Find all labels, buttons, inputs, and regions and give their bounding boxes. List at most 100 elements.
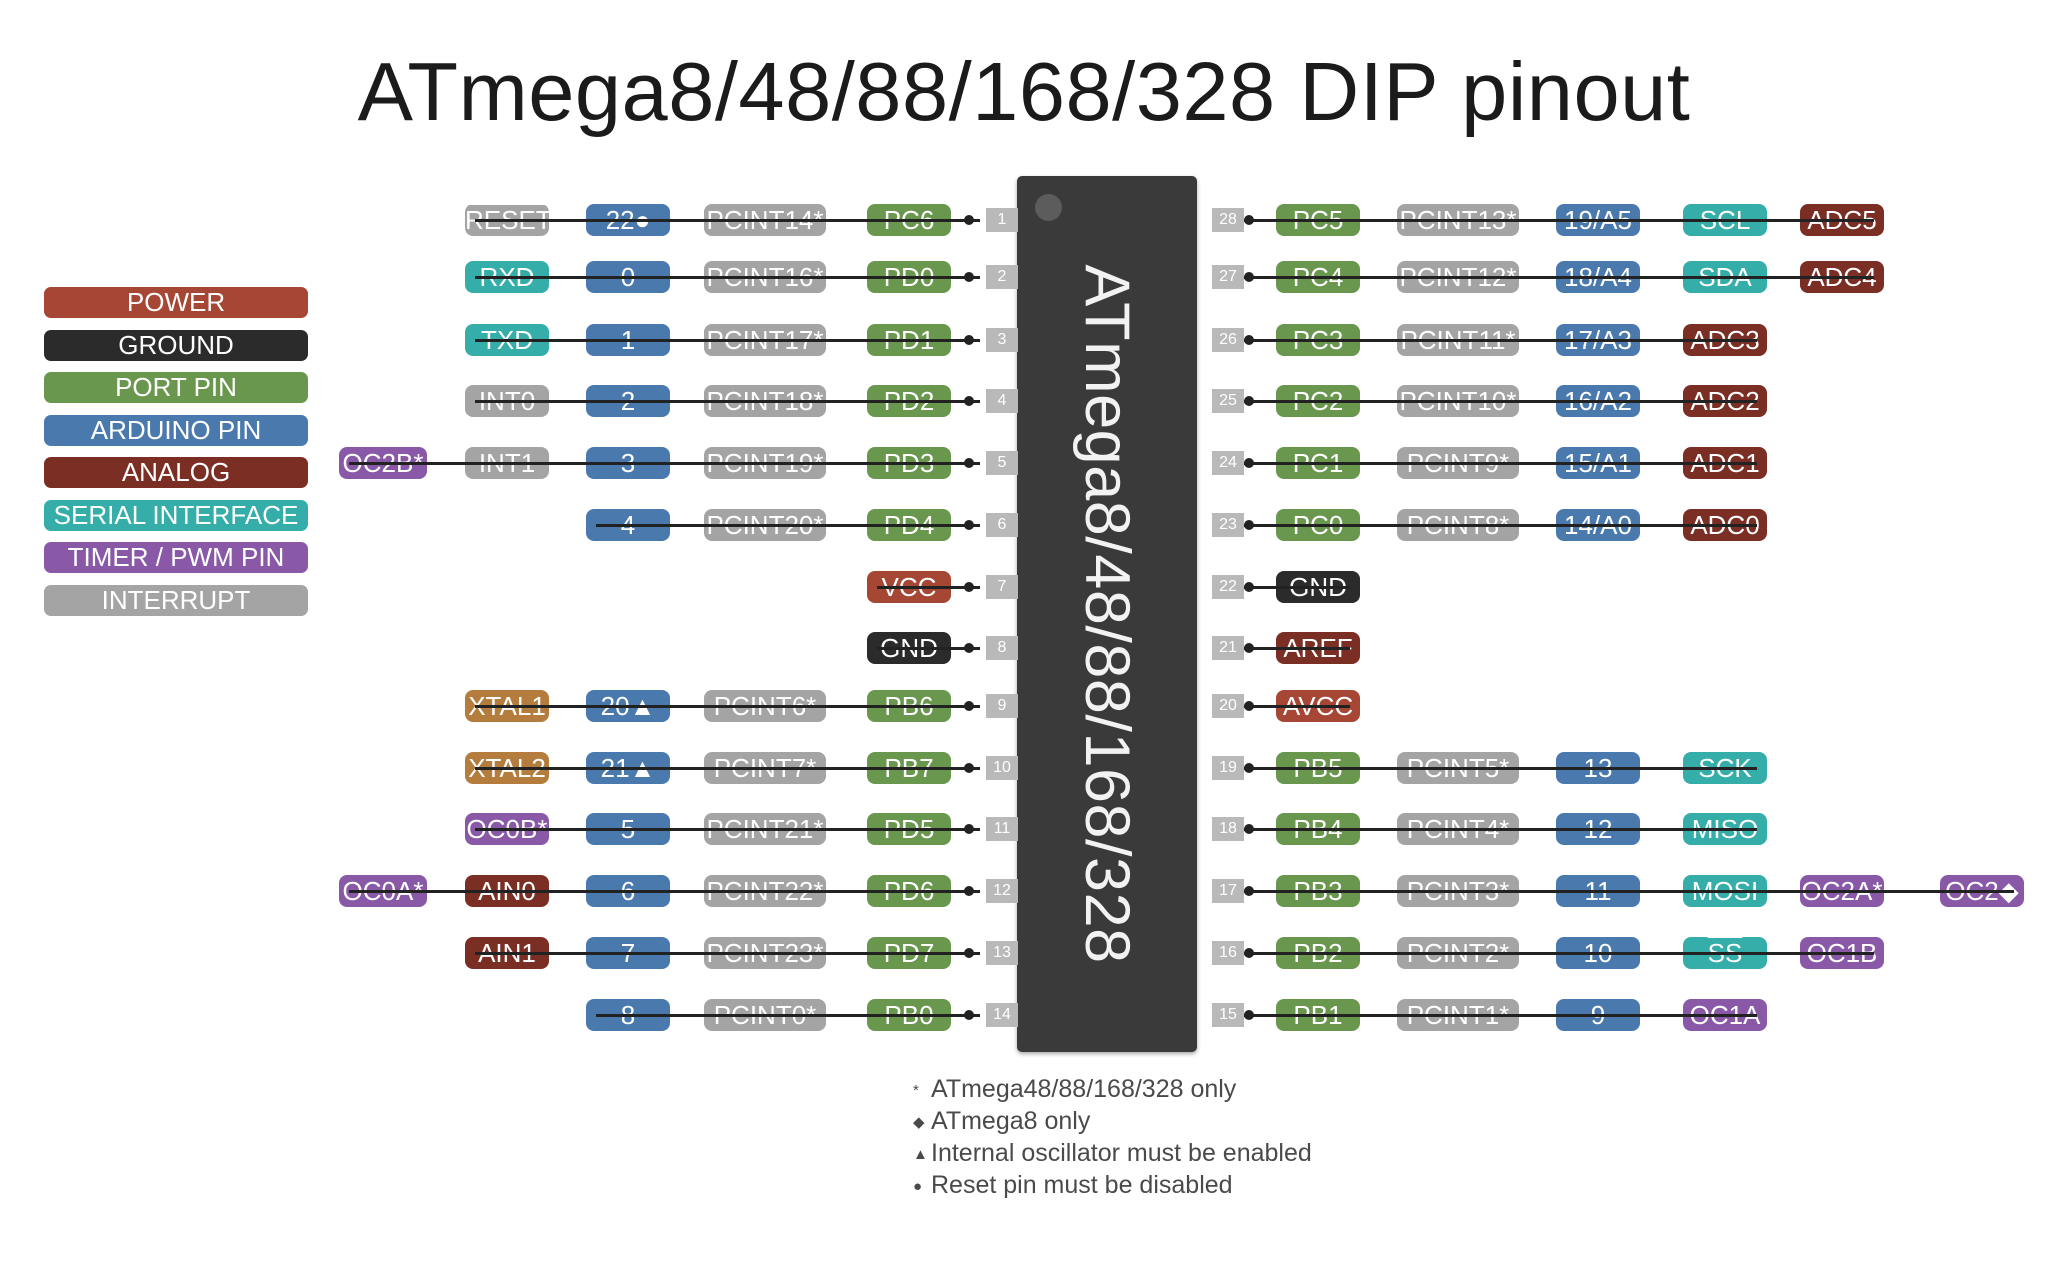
pin-dot (1244, 643, 1254, 653)
pin-dot (964, 458, 974, 468)
pin-dot (1244, 520, 1254, 530)
pin-number: 4 (986, 389, 1018, 413)
diagram-title: ATmega8/48/88/168/328 DIP pinout (357, 45, 1691, 138)
pin-number: 28 (1212, 208, 1244, 232)
pin-number: 17 (1212, 879, 1244, 903)
pin-connector-line (877, 585, 980, 589)
pin-connector-line (475, 704, 980, 708)
pin-dot (1244, 701, 1254, 711)
legend-interrupt: INTERRUPT (44, 584, 308, 616)
pin-connector-line (475, 827, 980, 831)
pin-connector-line (1238, 523, 1757, 527)
footnote-symbol: ▲ (913, 1146, 928, 1163)
pin-dot (1244, 763, 1254, 773)
pin-connector-line (1238, 461, 1757, 465)
legend-arduino: ARDUINO PIN (44, 414, 308, 446)
pin-connector-line (475, 338, 980, 342)
pin-dot (964, 520, 974, 530)
footnote: ●Reset pin must be disabled (913, 1170, 1312, 1202)
footnote-text: ATmega48/88/168/328 only (931, 1075, 1237, 1103)
pin-connector-line (596, 523, 980, 527)
pin-number: 25 (1212, 389, 1244, 413)
pin-number: 11 (986, 817, 1018, 841)
pin1-notch (1035, 194, 1062, 221)
pin-number: 3 (986, 328, 1018, 352)
pin-number: 1 (986, 208, 1018, 232)
legend-power: POWER (44, 287, 308, 318)
chip-label: ATmega8/48/88/168/328 (1072, 264, 1142, 964)
pin-dot (1244, 886, 1254, 896)
pin-number: 12 (986, 879, 1018, 903)
pin-connector-line (1238, 704, 1350, 708)
pin-connector-line (1238, 338, 1757, 342)
legend-port: PORT PIN (44, 372, 308, 403)
footnotes: *ATmega48/88/168/328 only◆ATmega8 only▲I… (913, 1074, 1312, 1202)
pin-connector-line (877, 646, 980, 650)
pin-dot (964, 701, 974, 711)
pin-dot (1244, 948, 1254, 958)
pin-number: 6 (986, 513, 1018, 537)
pin-dot (964, 886, 974, 896)
footnote-symbol: ◆ (913, 1114, 925, 1131)
pin-17-timer: OC2A* (1800, 875, 1884, 907)
pin-connector-line (1238, 951, 1874, 955)
pin-connector-line (475, 218, 980, 222)
legend-ground: GROUND (44, 329, 308, 361)
footnote-text: Reset pin must be disabled (931, 1171, 1233, 1199)
pin-dot (1244, 458, 1254, 468)
pin-number: 2 (986, 265, 1018, 289)
legend-timer: TIMER / PWM PIN (44, 542, 308, 573)
pin-dot (964, 643, 974, 653)
pin-dot (1244, 582, 1254, 592)
pin-connector-line (1238, 827, 1757, 831)
pin-connector-line (596, 1013, 980, 1017)
pin-number: 26 (1212, 328, 1244, 352)
chip-body: ATmega8/48/88/168/328 (1017, 176, 1197, 1052)
footnote: *ATmega48/88/168/328 only (913, 1074, 1312, 1106)
pin-dot (964, 948, 974, 958)
pin-connector-line (475, 399, 980, 403)
pin-number: 15 (1212, 1003, 1244, 1027)
pin-number: 19 (1212, 756, 1244, 780)
pin-connector-line (1238, 766, 1757, 770)
pin-dot (1244, 1010, 1254, 1020)
pin-dot (1244, 824, 1254, 834)
pin-dot (1244, 272, 1254, 282)
footnote: ◆ ATmega8 only (913, 1106, 1312, 1138)
pin-connector-line (1238, 1013, 1757, 1017)
pin-dot (964, 215, 974, 225)
pin-dot (964, 1010, 974, 1020)
pin-number: 27 (1212, 265, 1244, 289)
pin-number: 21 (1212, 636, 1244, 660)
pin-dot (964, 582, 974, 592)
pin-connector-line (1238, 646, 1350, 650)
pin-dot (1244, 215, 1254, 225)
pin-number: 14 (986, 1003, 1018, 1027)
pin-number: 9 (986, 694, 1018, 718)
pin-connector-line (1238, 889, 2014, 893)
pin-connector-line (1238, 585, 1350, 589)
pin-connector-line (475, 766, 980, 770)
pin-number: 23 (1212, 513, 1244, 537)
pin-dot (964, 763, 974, 773)
pin-dot (964, 335, 974, 345)
pin-dot (1244, 335, 1254, 345)
pin-connector-line (475, 951, 980, 955)
pin-dot (1244, 396, 1254, 406)
pin-number: 13 (986, 941, 1018, 965)
pin-connector-line (475, 275, 980, 279)
pin-number: 10 (986, 756, 1018, 780)
footnote-text: Internal oscillator must be enabled (931, 1139, 1312, 1167)
legend-analog: ANALOG (44, 457, 308, 488)
pin-connector-line (349, 461, 980, 465)
footnote: ▲Internal oscillator must be enabled (913, 1138, 1312, 1170)
pin-number: 20 (1212, 694, 1244, 718)
pin-number: 18 (1212, 817, 1244, 841)
footnote-text: ATmega8 only (931, 1107, 1091, 1135)
pin-dot (964, 396, 974, 406)
pin-number: 24 (1212, 451, 1244, 475)
legend-serial: SERIAL INTERFACE (44, 499, 308, 531)
pin-number: 16 (1212, 941, 1244, 965)
pin-connector-line (1238, 275, 1874, 279)
pin-number: 7 (986, 575, 1018, 599)
